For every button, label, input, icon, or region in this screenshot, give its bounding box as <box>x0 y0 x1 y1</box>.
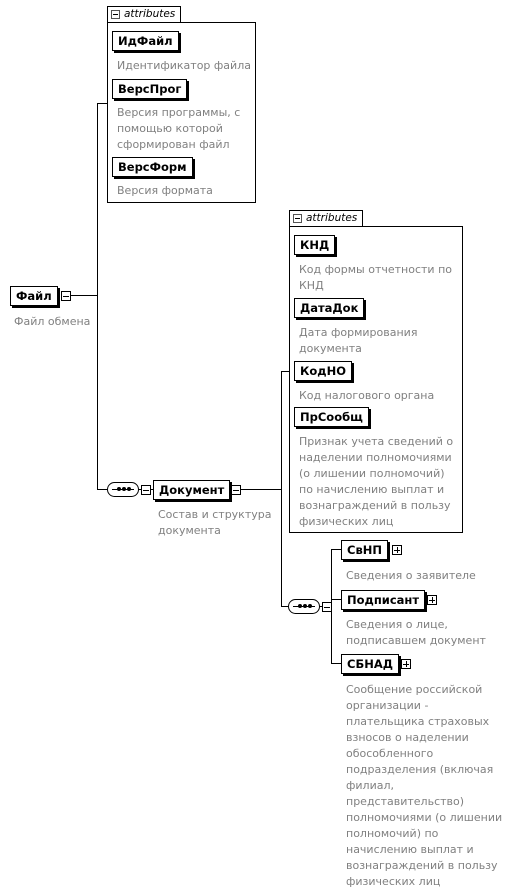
expand-icon[interactable] <box>427 595 437 605</box>
description-line: (о лишении полномочий) <box>299 467 445 480</box>
description-line: вознаграждений в пользу <box>346 859 498 872</box>
collapse-icon[interactable] <box>61 291 71 301</box>
description-line: обособленного <box>346 747 434 760</box>
collapse-icon[interactable] <box>293 213 302 223</box>
description-line: Код налогового органа <box>299 389 435 402</box>
description-line: подразделения (включая <box>346 763 494 776</box>
connector <box>281 371 289 372</box>
description-line: документа <box>158 524 221 537</box>
collapse-icon[interactable] <box>322 602 332 612</box>
attributes-label: attributes <box>306 212 358 224</box>
description-line: Состав и структура <box>158 508 272 521</box>
root-element-node[interactable]: Файл <box>10 286 58 306</box>
description-line: полномочий) по <box>346 827 439 840</box>
description-line: физических лиц <box>299 515 394 528</box>
description-line: Сведения о заявителе <box>346 569 476 582</box>
connector <box>331 663 341 664</box>
attribute-node[interactable]: ВерсФорм <box>112 157 193 177</box>
description-line: филиал, <box>346 779 395 792</box>
description-line: физических лиц <box>346 875 441 888</box>
description-line: подписавшем документ <box>346 634 486 647</box>
connector <box>241 489 282 490</box>
connector <box>331 549 341 550</box>
collapse-icon[interactable] <box>141 485 151 495</box>
connector <box>97 489 107 490</box>
attribute-description: Идентификатор файла <box>117 58 251 74</box>
child-element-node[interactable]: СБНАД <box>341 654 399 674</box>
document-description: Состав и структура документа <box>158 507 271 539</box>
sequence-compositor-icon <box>107 482 139 497</box>
description-line: Признак учета сведений о <box>299 435 454 448</box>
attribute-node[interactable]: ВерсПрог <box>112 79 188 99</box>
attribute-description: Версия формата <box>117 183 213 199</box>
description-line: Дата формирования <box>299 326 418 339</box>
description-line: Идентификатор файла <box>117 59 251 72</box>
collapse-icon[interactable] <box>231 485 241 495</box>
description-line: полномочиями (о лишении <box>346 811 503 824</box>
attribute-node[interactable]: КНД <box>294 235 336 255</box>
description-line: наделении полномочиями <box>299 451 452 464</box>
description-line: Сообщение российской <box>346 683 483 696</box>
description-line: Сведения о лице, <box>346 618 448 631</box>
document-attributes-header: attributes <box>289 210 364 226</box>
attribute-description: Признак учета сведений о наделении полно… <box>299 434 453 530</box>
description-line: начислению выплат и <box>346 843 474 856</box>
description-line: организации - <box>346 699 429 712</box>
connector <box>97 103 107 104</box>
expand-icon[interactable] <box>392 545 402 555</box>
root-description: Файл обмена <box>14 315 91 328</box>
attribute-node[interactable]: КодНО <box>294 361 352 381</box>
description-line: плательщика страховых <box>346 715 490 728</box>
attribute-description: Версия программы, с помощью которой сфор… <box>117 105 240 153</box>
connector <box>281 371 282 607</box>
document-element-node[interactable]: Документ <box>153 480 231 500</box>
description-line: Версия программы, с <box>117 106 241 119</box>
child-description: Сведения о заявителе <box>346 568 476 584</box>
child-element-node[interactable]: СвНП <box>341 540 388 560</box>
attributes-label: attributes <box>124 8 176 20</box>
connector <box>331 599 341 600</box>
description-line: взносов о наделении <box>346 731 469 744</box>
connector <box>71 295 97 296</box>
child-description: Сообщение российской организации - плате… <box>346 682 502 890</box>
description-line: документа <box>299 342 362 355</box>
attribute-description: Код налогового органа <box>299 388 434 404</box>
description-line: Версия формата <box>117 184 213 197</box>
attribute-node[interactable]: ДатаДок <box>294 298 365 318</box>
connector <box>281 606 288 607</box>
sequence-compositor-icon <box>288 599 320 614</box>
attribute-description: Код формы отчетности по КНД <box>299 262 452 294</box>
description-line: вознаграждений в пользу <box>299 499 451 512</box>
attribute-node[interactable]: ИдФайл <box>112 31 179 51</box>
collapse-icon[interactable] <box>111 9 120 19</box>
description-line: сформирован файл <box>117 138 230 151</box>
child-description: Сведения о лице, подписавшем документ <box>346 617 486 649</box>
description-line: по начислению выплат и <box>299 483 445 496</box>
connector <box>97 103 98 490</box>
description-line: Код формы отчетности по <box>299 263 452 276</box>
description-line: представительство) <box>346 795 465 808</box>
child-element-node[interactable]: Подписант <box>341 590 426 610</box>
expand-icon[interactable] <box>401 659 411 669</box>
attribute-description: Дата формирования документа <box>299 325 417 357</box>
description-line: помощью которой <box>117 122 223 135</box>
file-attributes-header: attributes <box>107 6 182 22</box>
attribute-node[interactable]: ПрСообщ <box>294 407 369 427</box>
description-line: КНД <box>299 279 324 292</box>
